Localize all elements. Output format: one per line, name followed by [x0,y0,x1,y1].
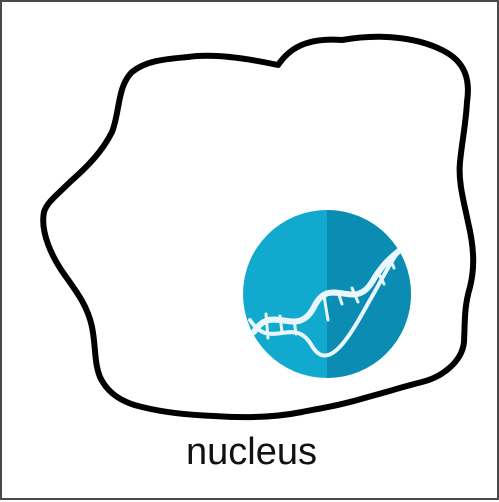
dna-helix-icon [243,210,411,378]
cell-outline [40,33,477,421]
nucleus-label: nucleus [186,431,317,473]
